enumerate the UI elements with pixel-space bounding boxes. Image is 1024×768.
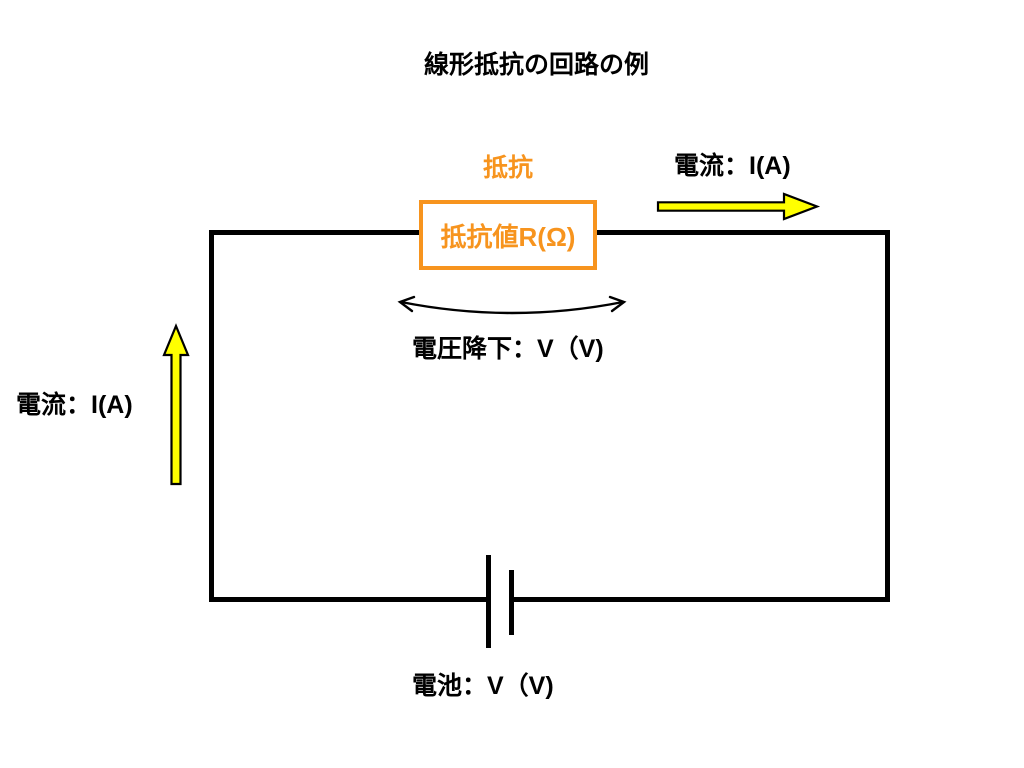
diagram-title: 線形抵抗の回路の例 [424,51,650,79]
circuit-wire-left [209,230,214,602]
resistor-name-label: 抵抗 [483,154,534,182]
circuit-wire-bottom-left [209,597,488,602]
voltage-drop-label: 電圧降下：V（V) [412,335,604,363]
current-left-label: 電流：I(A) [16,391,133,419]
current-top-label: 電流：I(A) [674,152,791,180]
circuit-wire-right [885,230,890,602]
battery-short-plate-icon [509,570,514,635]
resistor-box: 抵抗値R(Ω) [419,200,597,270]
battery-label: 電池：V（V) [412,672,554,700]
circuit-wire-bottom-right [512,597,890,602]
voltage-span-arrow-icon [397,295,627,315]
current-arrow-up-icon [162,323,190,486]
battery-long-plate-icon [486,555,491,648]
resistor-value-label: 抵抗値R(Ω) [440,221,576,252]
current-arrow-right-icon [656,192,821,221]
